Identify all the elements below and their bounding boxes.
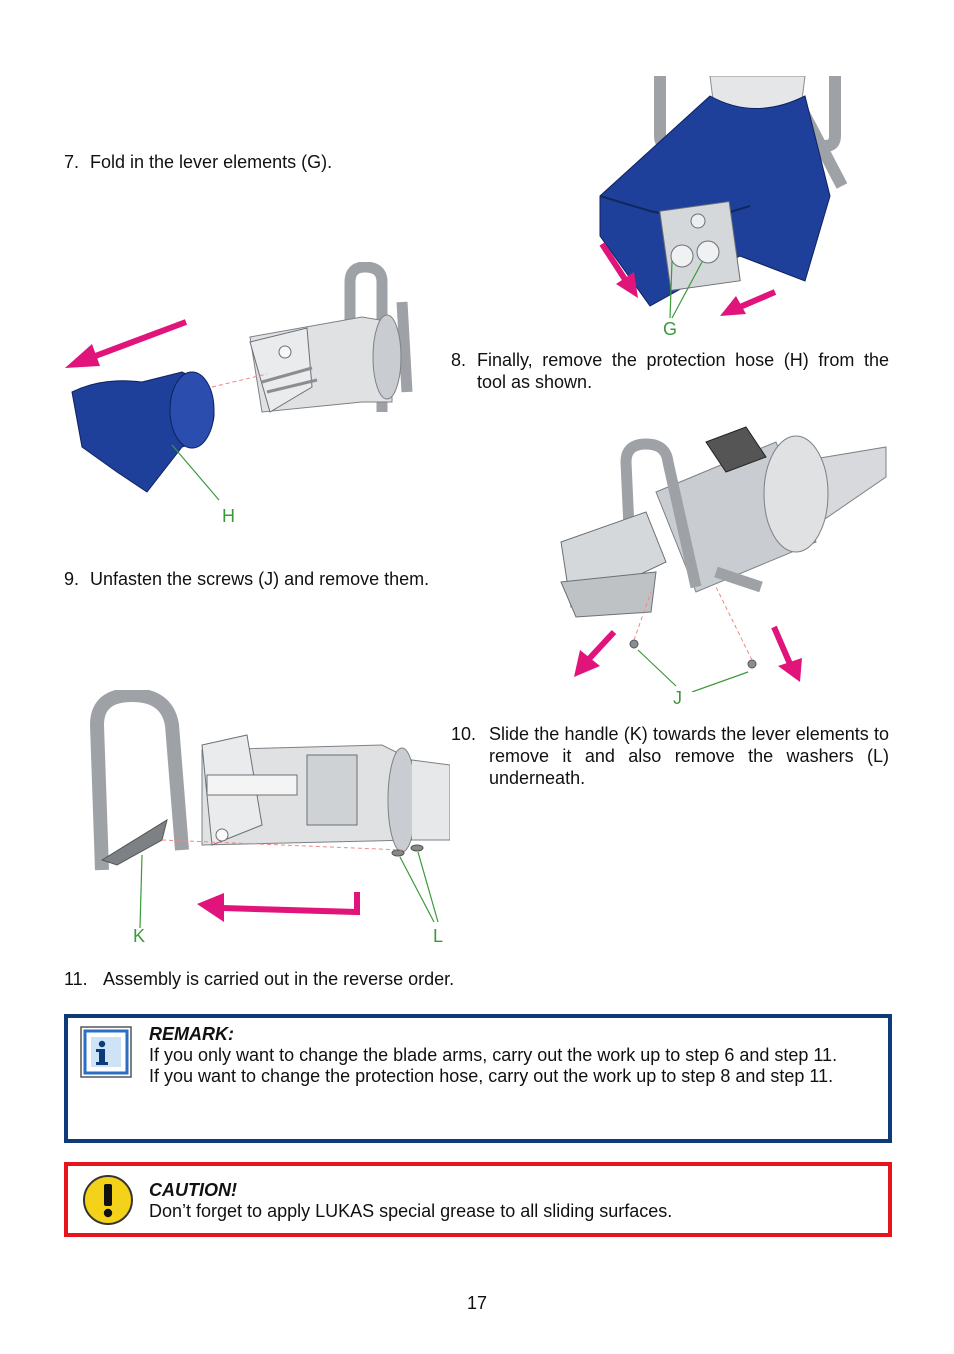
step-11: 11.Assembly is carried out in the revers… <box>64 969 455 989</box>
step-10: 10. Slide the handle (K) towards the lev… <box>451 724 889 788</box>
step-8-text: Finally, remove the protection hose (H) … <box>477 350 889 392</box>
step-10-text: Slide the handle (K) towards the lever e… <box>489 724 889 788</box>
step-9: 9.Unfasten the screws (J) and remove the… <box>64 569 430 589</box>
caution-text: Don’t forget to apply LUKAS special grea… <box>149 1201 673 1221</box>
remark-title: REMARK: <box>149 1024 234 1044</box>
exclamation-icon <box>83 1175 133 1225</box>
label-g: G <box>663 319 678 339</box>
step-7-text: Fold in the lever elements (G). <box>90 152 333 172</box>
page-number: 17 <box>466 1293 488 1313</box>
figure-handle <box>89 690 450 929</box>
caution-title: CAUTION! <box>149 1180 237 1200</box>
caution-box: CAUTION! Don’t forget to apply LUKAS spe… <box>64 1162 892 1237</box>
remark-line-2: If you want to change the protection hos… <box>149 1066 834 1086</box>
remark-line-1: If you only want to change the blade arm… <box>149 1045 838 1065</box>
figure-screws <box>560 426 887 692</box>
figure-lever-elements <box>599 76 848 319</box>
label-h: H <box>222 506 235 526</box>
figure-protection-hose <box>65 262 413 501</box>
label-k: K <box>133 926 146 946</box>
step-9-text: Unfasten the screws (J) and remove them. <box>90 569 430 589</box>
label-l: L <box>433 926 444 946</box>
step-11-text: Assembly is carried out in the reverse o… <box>103 969 455 989</box>
step-7: 7.Fold in the lever elements (G). <box>64 152 333 172</box>
step-8: 8. Finally, remove the protection hose (… <box>451 350 889 392</box>
label-j: J <box>673 688 682 708</box>
remark-box: REMARK: If you only want to change the b… <box>64 1014 892 1143</box>
info-icon <box>80 1026 132 1078</box>
